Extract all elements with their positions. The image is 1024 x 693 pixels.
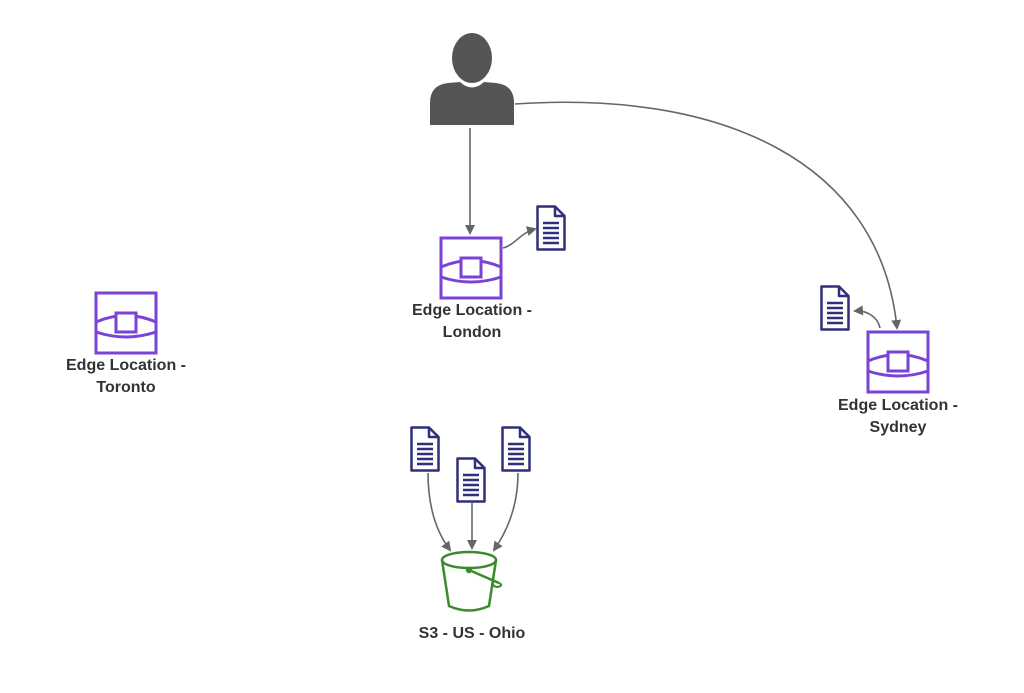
sydney-label-line1: Edge Location -	[838, 397, 958, 414]
london-label: Edge Location - London	[372, 300, 572, 344]
user-icon	[430, 33, 514, 125]
s3-document-middle-icon	[456, 457, 486, 503]
sydney-cached-document-icon	[820, 285, 850, 331]
toronto-label: Edge Location - Toronto	[26, 355, 226, 399]
toronto-label-line1: Edge Location -	[66, 357, 186, 374]
london-label-line2: London	[442, 324, 502, 341]
sydney-to-doc-arrow	[853, 305, 881, 329]
toronto-label-line2: Toronto	[96, 379, 156, 396]
s3-label: S3 - US - Ohio	[372, 623, 572, 645]
s3-document-right-icon	[501, 426, 531, 472]
doc-left-to-s3-arrow	[427, 472, 452, 552]
edge-location-toronto-icon	[94, 291, 158, 355]
s3-label-text: S3 - US - Ohio	[418, 625, 526, 642]
s3-bucket-icon	[440, 550, 503, 612]
edge-location-sydney-icon	[866, 330, 930, 394]
edge-location-london-icon	[439, 236, 503, 300]
london-cached-document-icon	[536, 205, 566, 251]
user-to-sydney-arrow	[514, 101, 902, 330]
doc-right-to-s3-arrow	[492, 472, 519, 552]
s3-document-left-icon	[410, 426, 440, 472]
london-label-line1: Edge Location -	[412, 302, 532, 319]
sydney-label-line2: Sydney	[869, 419, 927, 436]
london-to-doc-arrow	[502, 226, 537, 249]
connectors	[427, 101, 902, 552]
sydney-label: Edge Location - Sydney	[798, 395, 998, 439]
